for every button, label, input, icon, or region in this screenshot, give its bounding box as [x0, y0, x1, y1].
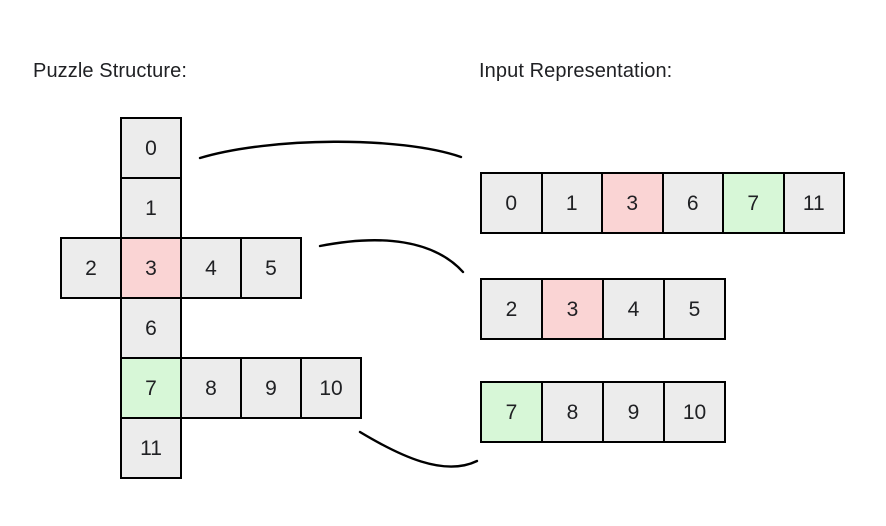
- puzzle-cell-7[interactable]: 7: [120, 357, 182, 419]
- input-lower-arm-strip-cell-10[interactable]: 10: [663, 381, 726, 443]
- puzzle-cell-5[interactable]: 5: [240, 237, 302, 299]
- input-cell-label: 2: [505, 297, 518, 321]
- puzzle-cell-3[interactable]: 3: [120, 237, 182, 299]
- input-middle-arm-strip-cell-3[interactable]: 3: [541, 278, 604, 340]
- puzzle-cell-8[interactable]: 8: [180, 357, 242, 419]
- input-cell-label: 10: [682, 400, 707, 424]
- input-representation-title: Input Representation:: [479, 60, 673, 82]
- input-vertical-strip-cell-3[interactable]: 3: [601, 172, 664, 234]
- input-vertical-strip-cell-7[interactable]: 7: [722, 172, 785, 234]
- puzzle-cell-4[interactable]: 4: [180, 237, 242, 299]
- input-vertical-strip-cell-11[interactable]: 11: [782, 172, 845, 234]
- input-vertical-strip-cell-6[interactable]: 6: [661, 172, 724, 234]
- input-vertical-strip-cell-0[interactable]: 0: [480, 172, 543, 234]
- puzzle-cell-6[interactable]: 6: [120, 297, 182, 359]
- puzzle-cell-10[interactable]: 10: [300, 357, 362, 419]
- puzzle-cell-label: 9: [265, 376, 277, 400]
- puzzle-cell-label: 0: [145, 136, 157, 160]
- input-cell-label: 3: [626, 191, 639, 215]
- puzzle-cell-label: 1: [145, 196, 157, 220]
- input-lower-arm-strip-cell-9[interactable]: 9: [602, 381, 665, 443]
- connector-to-row-3: [358, 430, 479, 468]
- input-lower-arm-strip-cell-8[interactable]: 8: [541, 381, 604, 443]
- puzzle-cell-label: 5: [265, 256, 277, 280]
- puzzle-cell-9[interactable]: 9: [240, 357, 302, 419]
- input-cell-label: 1: [565, 191, 578, 215]
- input-middle-arm-strip-cell-4[interactable]: 4: [602, 278, 665, 340]
- input-cell-label: 9: [627, 400, 640, 424]
- puzzle-cell-label: 3: [145, 256, 157, 280]
- connector-to-row-2: [318, 239, 465, 274]
- puzzle-cell-2[interactable]: 2: [60, 237, 122, 299]
- puzzle-cell-11[interactable]: 11: [120, 417, 182, 479]
- input-cell-label: 6: [686, 191, 699, 215]
- input-middle-arm-strip-cell-2[interactable]: 2: [480, 278, 543, 340]
- input-cell-label: 8: [566, 400, 579, 424]
- input-cell-label: 4: [627, 297, 640, 321]
- input-cell-label: 5: [688, 297, 701, 321]
- puzzle-cell-label: 8: [205, 376, 217, 400]
- puzzle-cell-0[interactable]: 0: [120, 117, 182, 179]
- puzzle-cell-1[interactable]: 1: [120, 177, 182, 239]
- input-cell-label: 7: [505, 400, 518, 424]
- puzzle-cell-label: 10: [319, 376, 343, 400]
- puzzle-structure-title: Puzzle Structure:: [33, 60, 187, 82]
- puzzle-cell-label: 6: [145, 316, 157, 340]
- input-cell-label: 3: [566, 297, 579, 321]
- puzzle-cell-label: 7: [145, 376, 157, 400]
- input-lower-arm-strip-cell-7[interactable]: 7: [480, 381, 543, 443]
- puzzle-cell-label: 4: [205, 256, 217, 280]
- input-cell-label: 11: [802, 191, 825, 215]
- puzzle-cell-label: 11: [140, 436, 162, 460]
- puzzle-cell-label: 2: [85, 256, 97, 280]
- input-vertical-strip-cell-1[interactable]: 1: [540, 172, 603, 234]
- connector-to-row-1: [198, 140, 463, 160]
- input-cell-label: 0: [505, 191, 518, 215]
- input-cell-label: 7: [747, 191, 760, 215]
- input-middle-arm-strip-cell-5[interactable]: 5: [663, 278, 726, 340]
